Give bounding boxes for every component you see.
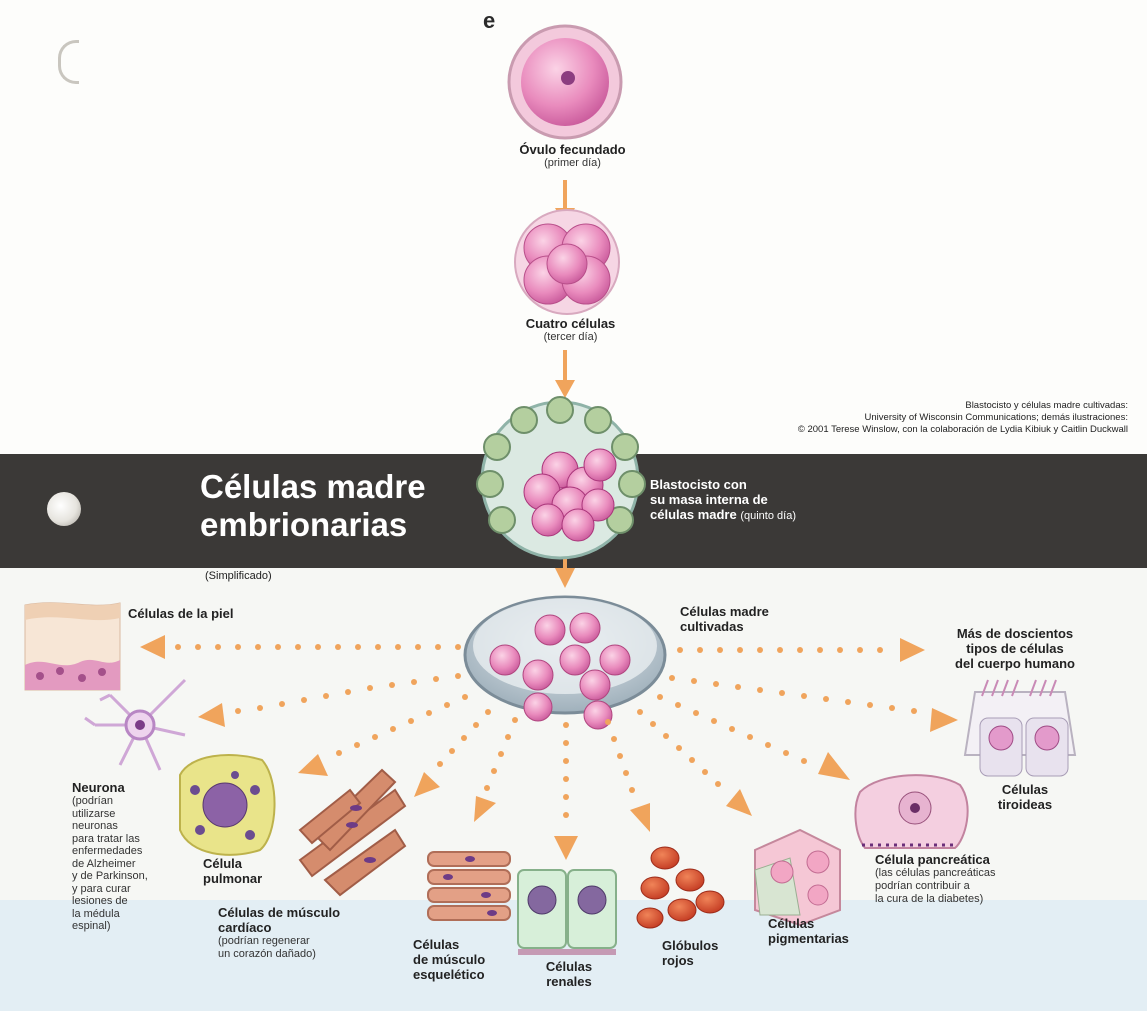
binder-hole (47, 492, 81, 526)
cuatro-title: Cuatro células (498, 316, 643, 331)
blasto-line3: células madre (650, 507, 737, 522)
pancreatica-title: Célula pancreática (875, 852, 995, 867)
neurona-desc-9: la médula (72, 908, 182, 921)
blasto-sub: (quinto día) (740, 510, 796, 522)
credit-line1: Blastocisto y células madre cultivadas: (600, 400, 1128, 412)
pigmentarias-line1: Células (768, 916, 849, 931)
globulos-label: Glóbulos rojos (662, 938, 718, 968)
page-title: Células madre embrionarias (200, 468, 426, 544)
cardiaco-caption: Células de músculo cardíaco (podrían reg… (218, 905, 340, 961)
tiroideas-line1: Células (990, 782, 1060, 797)
credit-line3: © 2001 Terese Winslow, con la colaboraci… (600, 424, 1128, 436)
binder-hole-top (58, 40, 79, 84)
tiroideas-label: Células tiroideas (990, 782, 1060, 812)
ovulo-title: Óvulo fecundado (500, 142, 645, 157)
renales-illustration (518, 870, 616, 952)
cardiaco-desc-0: (podrían regenerar (218, 935, 340, 948)
esqueletico-line2: de músculo (413, 952, 485, 967)
ovulo-sub: (primer día) (500, 157, 645, 170)
pulmonar-line1: Célula (203, 856, 262, 871)
pulmonar-line2: pulmonar (203, 871, 262, 886)
renales-label: Células renales (540, 959, 598, 989)
esqueletico-line1: Células (413, 937, 485, 952)
cuatro-celulas-illustration (515, 210, 619, 314)
pigmentarias-line2: pigmentarias (768, 931, 849, 946)
cultivadas-line1: Células madre (680, 604, 769, 619)
pigmentarias-label: Células pigmentarias (768, 916, 849, 946)
piel-label: Células de la piel (128, 606, 234, 621)
neurona-desc-2: neuronas (72, 820, 182, 833)
tiroideas-line2: tiroideas (990, 797, 1060, 812)
esqueletico-label: Células de músculo esquelético (413, 937, 485, 982)
pancreatica-desc-2: la cura de la diabetes) (875, 893, 995, 906)
pulmonar-illustration (180, 755, 275, 855)
neurona-caption: Neurona (podrían utilizarse neuronas par… (72, 780, 182, 933)
neurona-desc-8: lesiones de (72, 895, 182, 908)
pancreatica-illustration (855, 775, 967, 848)
pancreatica-desc-0: (las células pancreáticas (875, 867, 995, 880)
cardiaco-desc-1: un corazón dañado) (218, 948, 340, 961)
pancreatica-desc-1: podrían contribuir a (875, 880, 995, 893)
credits: Blastocisto y células madre cultivadas: … (600, 400, 1128, 436)
cuatro-sub: (tercer día) (498, 331, 643, 344)
neurona-desc-6: y de Parkinson, (72, 870, 182, 883)
globulos-line2: rojos (662, 953, 718, 968)
blasto-line1: Blastocisto con (650, 477, 796, 492)
credit-line2: University of Wisconsin Communications; … (600, 412, 1128, 424)
neurona-desc-3: para tratar las (72, 833, 182, 846)
globulos-line1: Glóbulos (662, 938, 718, 953)
pulmonar-label: Célula pulmonar (203, 856, 262, 886)
blasto-line2: su masa interna de (650, 492, 796, 507)
tiroideas-illustration (965, 680, 1075, 776)
title-line1: Células madre (200, 468, 426, 506)
mas-line3: del cuerpo humano (930, 656, 1100, 671)
title-line2: embrionarias (200, 506, 426, 544)
neurona-desc-4: enfermedades (72, 845, 182, 858)
piel-illustration (25, 603, 120, 690)
blasto-caption: Blastocisto con su masa interna de célul… (650, 477, 796, 524)
mas-tipos-label: Más de doscientos tipos de células del c… (930, 626, 1100, 671)
neurona-desc-1: utilizarse (72, 808, 182, 821)
cardiaco-line2: cardíaco (218, 920, 340, 935)
neurona-desc-7: y para curar (72, 883, 182, 896)
cultivadas-line2: cultivadas (680, 619, 769, 634)
mas-line1: Más de doscientos (930, 626, 1100, 641)
esqueletico-line3: esquelético (413, 967, 485, 982)
header-fragment: e (483, 8, 495, 34)
mas-line2: tipos de células (930, 641, 1100, 656)
neurona-desc-0: (podrían (72, 795, 182, 808)
renales-line2: renales (540, 974, 598, 989)
cultivadas-caption: Células madre cultivadas (680, 604, 769, 634)
renales-line1: Células (540, 959, 598, 974)
title-note: (Simplificado) (205, 570, 272, 582)
neurona-desc-10: espinal) (72, 920, 182, 933)
cardiaco-line1: Células de músculo (218, 905, 340, 920)
neurona-desc-5: de Alzheimer (72, 858, 182, 871)
pigmentarias-illustration (755, 830, 840, 925)
pancreatica-caption: Célula pancreática (las células pancreát… (875, 852, 995, 906)
neurona-title: Neurona (72, 780, 182, 795)
ovulo-illustration (509, 26, 621, 138)
